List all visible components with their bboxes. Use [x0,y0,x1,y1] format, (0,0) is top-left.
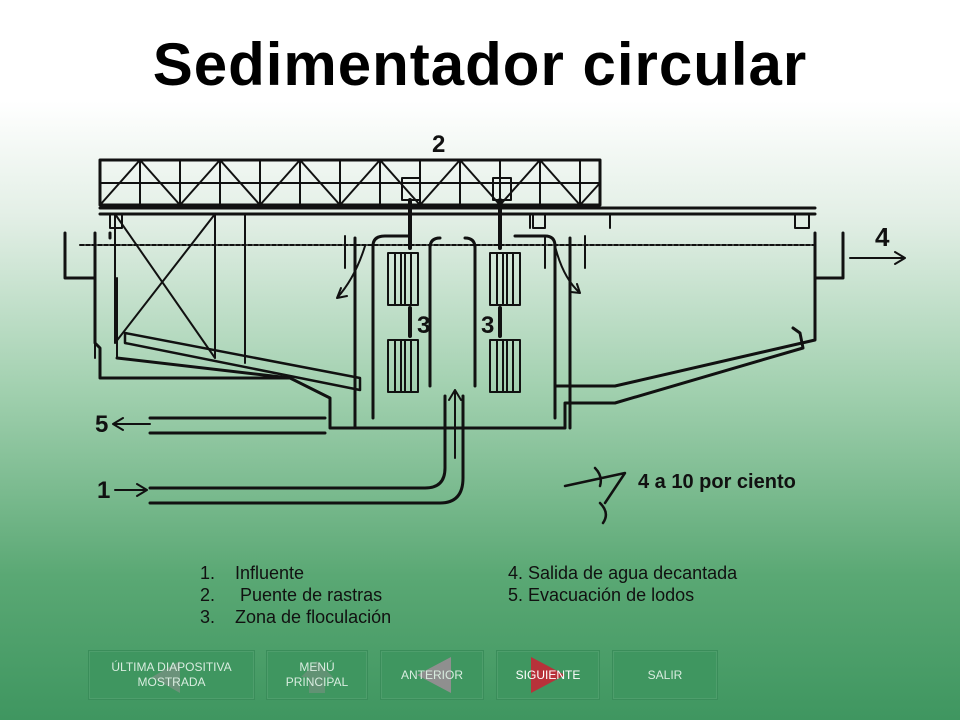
label-sludge: 5 [95,411,108,438]
legend-item-outlet: 4. Salida de agua decantada [508,563,738,583]
exit-label: SALIR [647,667,683,682]
inlet-arrow [114,483,148,497]
next-button[interactable]: SIGUIENTE [496,650,600,700]
tank-bottom [115,356,427,430]
slide-title: Sedimentador circular [152,31,808,98]
sludge-arrow [112,417,151,431]
main-menu-button[interactable]: MENÚ PRINCIPAL [266,650,368,700]
inflow-arrow [448,389,462,459]
left-frame [114,213,246,364]
flow-arrow-left [336,245,366,299]
next-label: SIGUIENTE [515,667,581,682]
slope-indicator [563,466,627,525]
legend-item-bridge: 2. Puente de rastras [200,585,383,605]
main-menu-label: MENÚ PRINCIPAL [285,660,349,689]
label-flocculation-right: 3 [481,312,494,339]
exit-button[interactable]: SALIR [612,650,718,700]
legend-item-influent: 1. Influente [200,563,305,583]
label-flocculation-left: 3 [417,312,430,339]
tank-right-wall [553,231,845,388]
legend-item-sludge: 5. Evacuación de lodos [508,585,695,605]
home-arrow-icon [301,661,333,693]
flow-arrow-right [554,245,581,294]
navigation-bar: ÚLTIMA DIAPOSITIVA MOSTRADA MENÚ PRINCIP… [0,650,960,705]
last-viewed-button[interactable]: ÚLTIMA DIAPOSITIVA MOSTRADA [88,650,255,700]
label-inlet: 1 [97,477,110,504]
last-viewed-label: ÚLTIMA DIAPOSITIVA MOSTRADA [111,660,232,689]
previous-arrow-icon [417,657,451,693]
label-bridge: 2 [432,131,445,158]
paddles-left [387,252,419,393]
central-column [353,234,572,430]
label-outlet: 4 [875,222,890,252]
inlet-pipe [148,394,465,505]
label-slope: 4 a 10 por ciento [638,471,796,493]
next-arrow-icon [531,657,565,693]
sedimentation-diagram: 2 3 3 4 5 1 4 a 10 por ciento [63,131,906,525]
truss-bracing [99,159,601,206]
previous-button[interactable]: ANTERIOR [380,650,484,700]
outlet-arrow [849,251,906,265]
legend-item-flocculation: 3. Zona de floculación [200,607,392,627]
legend: 1. Influente 2. Puente de rastras 3. Zon… [200,563,820,633]
back-arrow-icon [152,661,180,693]
sludge-pipe [148,416,327,435]
paddles-right [489,252,521,393]
scraper-arm [123,331,362,392]
previous-label: ANTERIOR [400,667,463,682]
